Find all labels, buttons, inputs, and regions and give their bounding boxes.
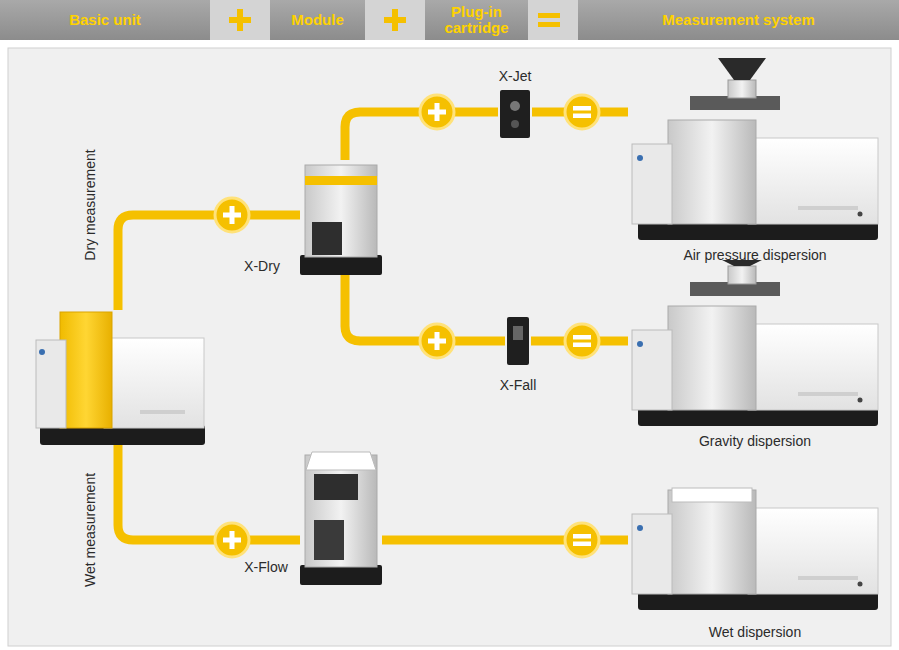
plus-circle [215, 198, 249, 232]
equals-circle [565, 523, 599, 557]
side-label: Wet measurement [82, 473, 98, 587]
plus-sign [384, 9, 406, 31]
caption-text: Air pressure dispersion [683, 247, 826, 263]
cartridge-unit: X-Jet [498, 88, 532, 140]
module-unit: X-Flow [300, 445, 382, 585]
header-box: Plug-in cartridge [425, 0, 528, 40]
cartridge-figure [507, 317, 529, 365]
header-box: Basic unit [0, 0, 210, 40]
plus-circle [420, 324, 454, 358]
basic-unit-figure [36, 312, 205, 445]
cartridge-figure [500, 90, 530, 138]
header-box: Module [270, 0, 365, 40]
system-figure [632, 58, 878, 240]
plus-sign [229, 9, 251, 31]
header-text: Measurement system [658, 12, 819, 28]
equals-circle [565, 95, 599, 129]
module-figure [300, 165, 382, 275]
header-text: Plug-in cartridge [425, 4, 528, 36]
cartridge-unit: X-Fall [505, 315, 531, 367]
plus-circle [215, 523, 249, 557]
module-unit: X-Dry [300, 160, 382, 275]
caption-text: X-Fall [500, 377, 537, 393]
system-figure [632, 260, 878, 426]
caption-text: Wet dispersion [709, 624, 801, 640]
side-label: Dry measurement [82, 149, 98, 260]
measurement-system: Air pressure dispersion [628, 55, 883, 240]
measurement-system: Wet dispersion [628, 465, 883, 615]
header-box: Measurement system [578, 0, 899, 40]
caption-text: X-Dry [244, 258, 280, 274]
caption-text: X-Flow [244, 559, 288, 575]
caption-text: Gravity dispersion [699, 433, 811, 449]
system-figure [632, 488, 878, 610]
panel [8, 48, 891, 646]
plus-circle [420, 95, 454, 129]
header-text: Basic unit [65, 12, 145, 28]
equals-circle [565, 324, 599, 358]
flow-line [118, 445, 300, 540]
measurement-system: Gravity dispersion [628, 258, 883, 428]
caption-text: X-Jet [499, 68, 532, 84]
header-text: Module [287, 12, 348, 28]
module-figure [300, 452, 382, 585]
equals-sign [538, 13, 560, 27]
header-bar [0, 0, 899, 40]
flow-line [118, 215, 300, 310]
